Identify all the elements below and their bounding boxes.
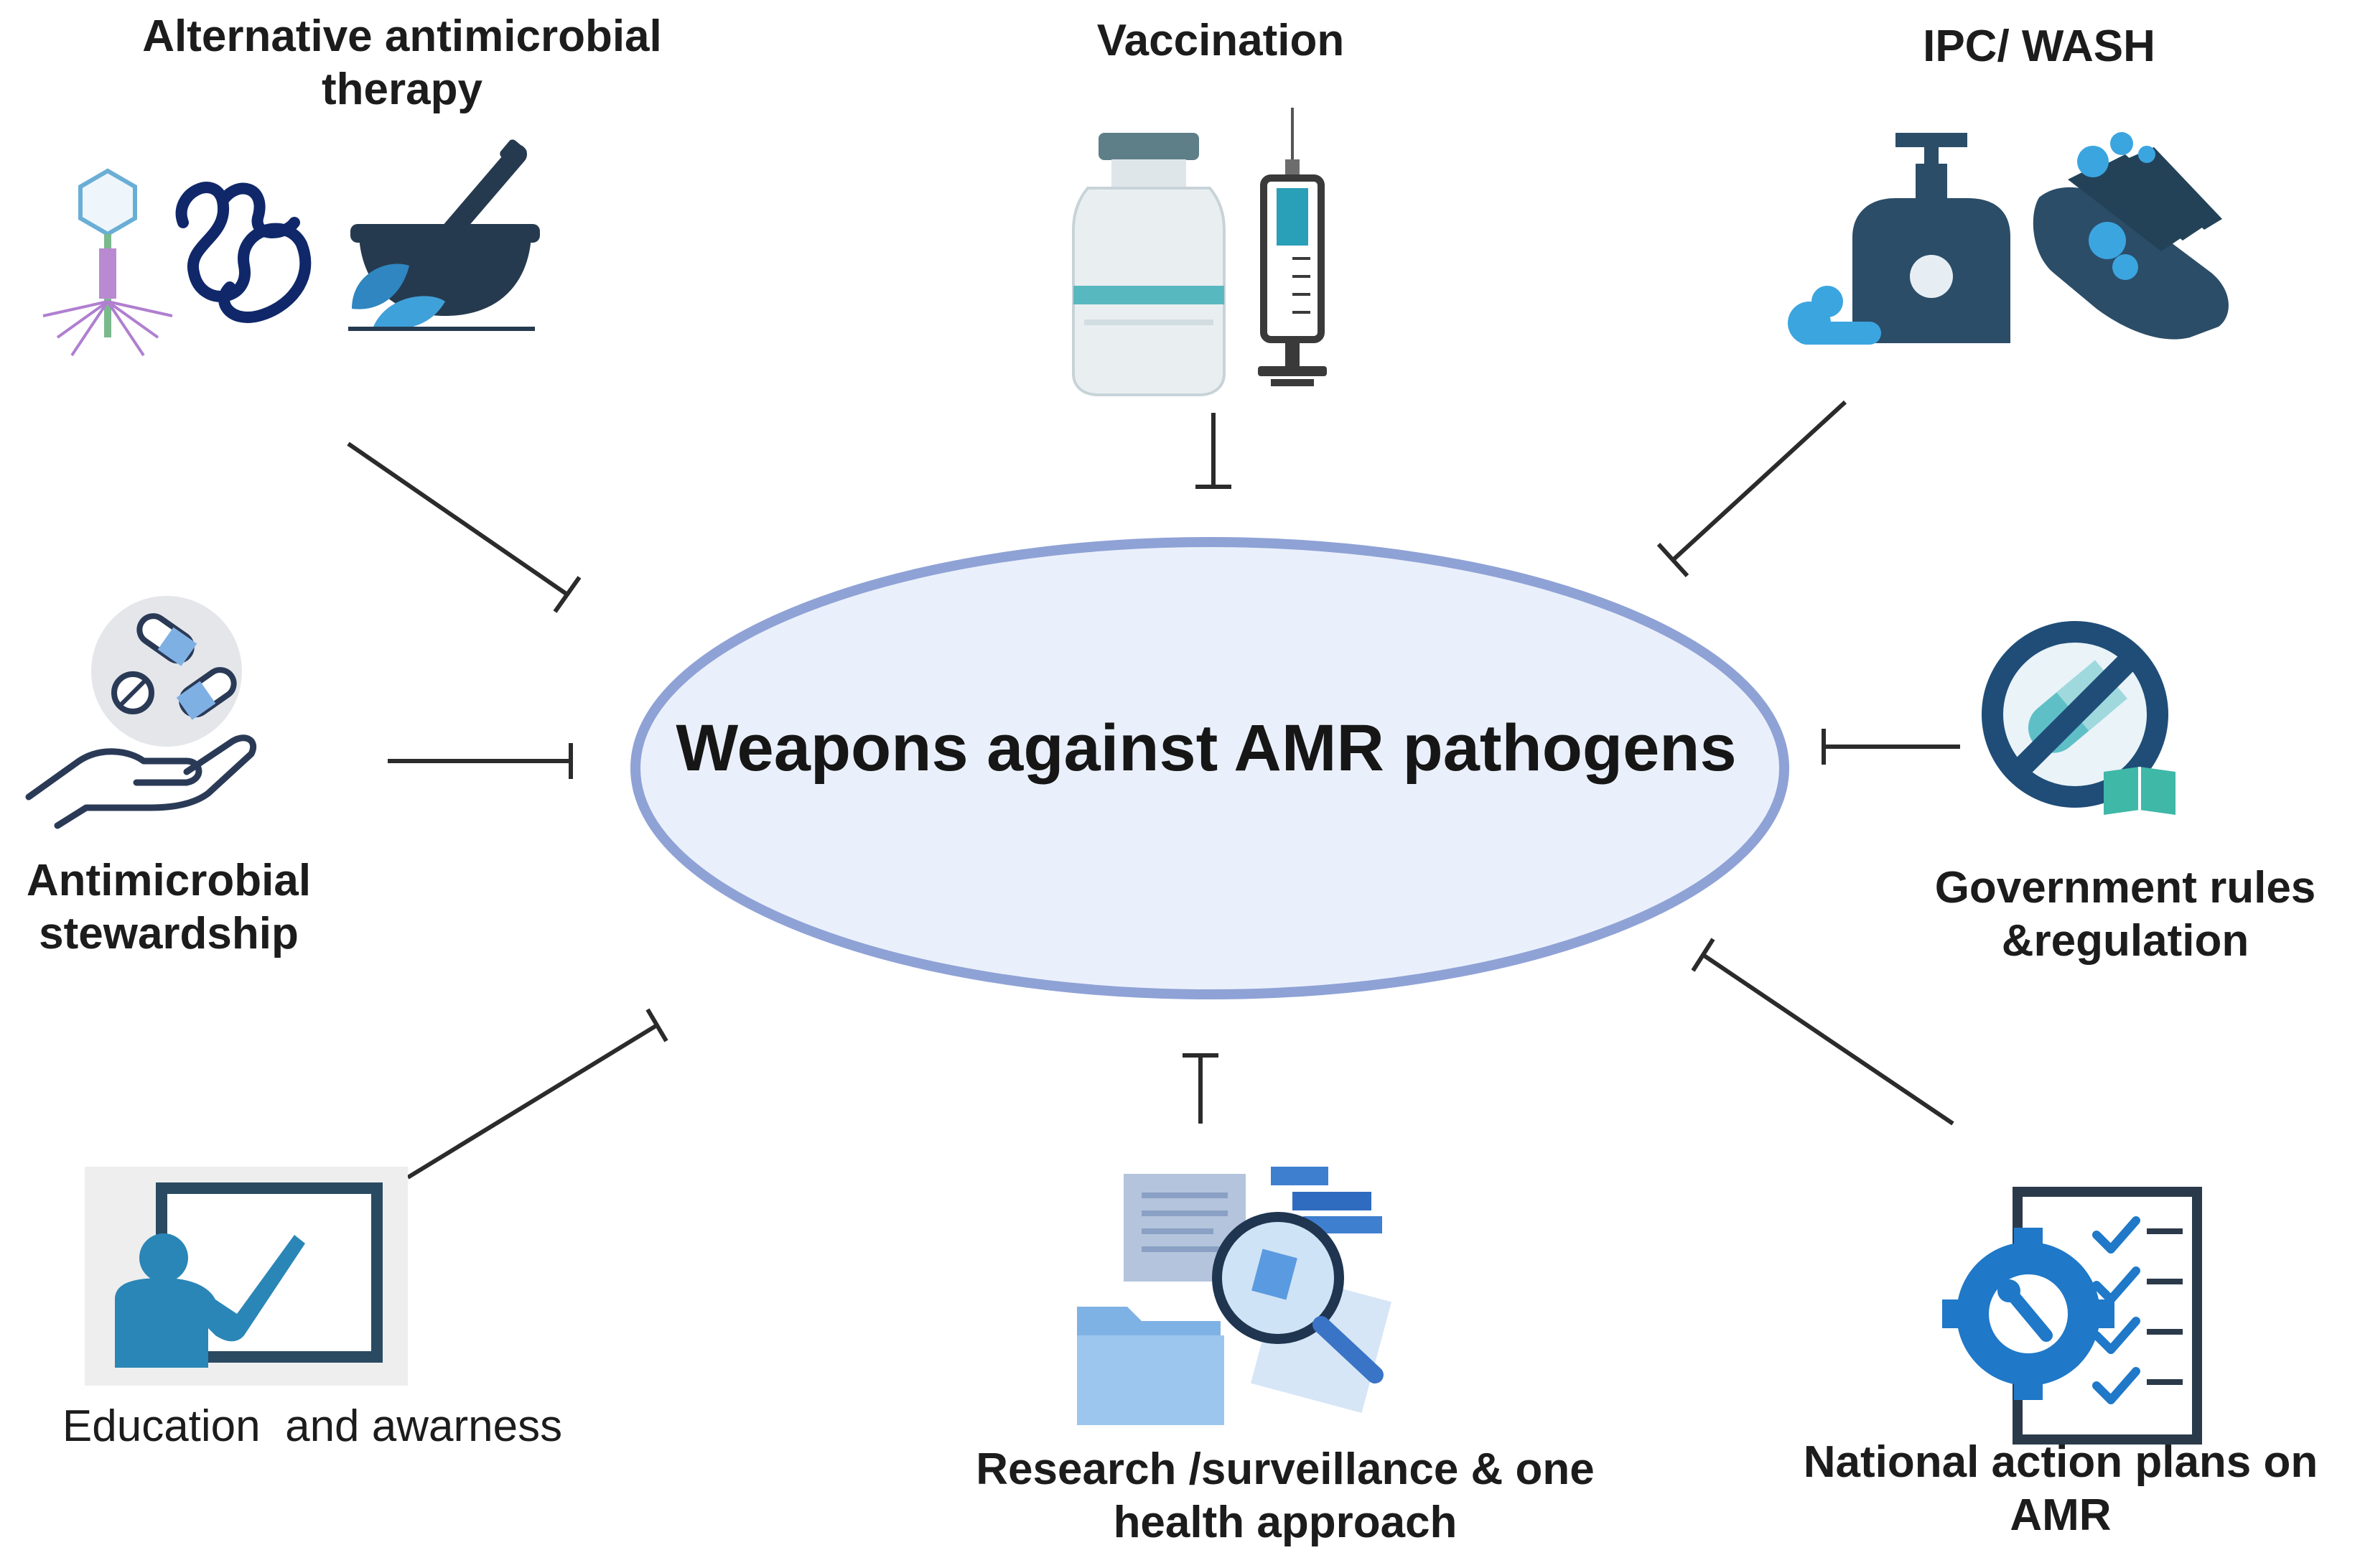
label-education: Education and awarness	[14, 1400, 610, 1453]
label-alternative-therapy: Alternative antimicrobial therapy	[86, 10, 718, 117]
label-government-text: Government rules &regulation	[1934, 863, 2316, 966]
documents-magnifier-icon	[1124, 1167, 1391, 1413]
peptide-chain-icon	[175, 182, 312, 323]
connector-ipc-wash	[1656, 400, 1847, 578]
prohibited-pill-icon	[1982, 621, 2168, 808]
label-national-plans: National action plans on AMR	[1773, 1436, 2348, 1543]
mortar-pestle-herb-icon	[348, 139, 540, 331]
center-ellipse	[630, 537, 1789, 999]
connector-government	[1822, 729, 1960, 765]
label-education-text: Education and awarness	[62, 1401, 563, 1451]
label-research: Research /surveillance & one health appr…	[919, 1443, 1651, 1550]
connector-education	[406, 1008, 668, 1180]
folder-icon	[1077, 1307, 1224, 1425]
connector-research	[1183, 1053, 1218, 1124]
pills-in-hand-icon	[25, 596, 257, 829]
label-government: Government rules &regulation	[1881, 862, 2355, 969]
hand-washing-icon	[2033, 132, 2229, 340]
label-stewardship: Antimicrobial stewardship	[0, 854, 337, 961]
bacteriophage-icon	[42, 168, 173, 357]
connectors	[347, 400, 1960, 1180]
label-research-text: Research /surveillance & one health appr…	[976, 1445, 1595, 1548]
center-title: Weapons against AMR pathogens	[676, 711, 1737, 785]
vaccine-vial-icon	[1072, 133, 1226, 396]
connector-alternative-therapy	[347, 442, 582, 613]
syringe-icon	[1258, 108, 1327, 386]
label-national-plans-text: National action plans on AMR	[1803, 1437, 2318, 1541]
label-stewardship-text: Antimicrobial stewardship	[26, 856, 312, 959]
label-vaccination-text: Vaccination	[1096, 16, 1345, 65]
connector-national-plans	[1691, 938, 1954, 1126]
gear-checklist-icon	[1942, 1187, 2202, 1445]
book-icon	[2104, 767, 2176, 815]
connector-vaccination	[1195, 413, 1231, 489]
connector-stewardship	[388, 743, 573, 779]
label-ipc-wash: IPC/ WASH	[1838, 20, 2240, 73]
label-vaccination: Vaccination	[1005, 14, 1436, 67]
label-ipc-wash-text: IPC/ WASH	[1923, 22, 2155, 71]
teacher-board-icon	[85, 1167, 408, 1386]
label-alternative-therapy-text: Alternative antimicrobial therapy	[142, 11, 662, 115]
soap-dispenser-icon	[1788, 133, 2010, 345]
